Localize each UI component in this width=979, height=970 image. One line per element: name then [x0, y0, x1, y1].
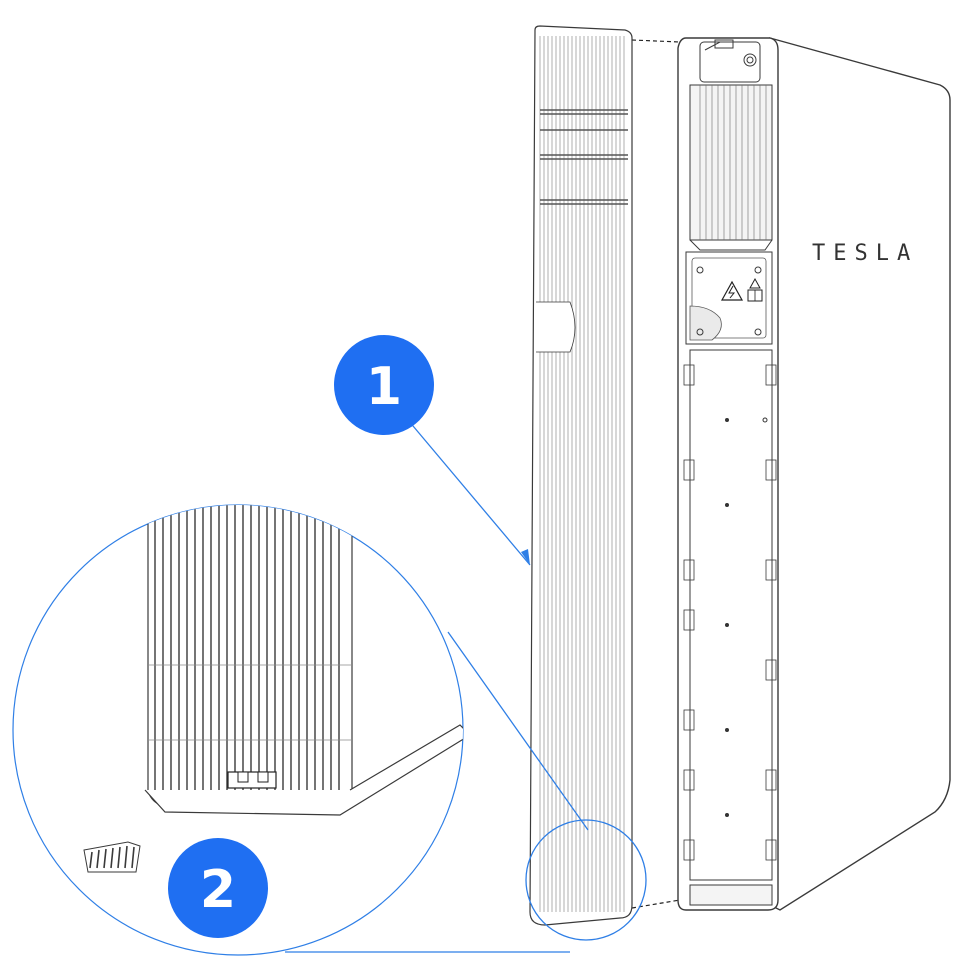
lower-bay — [683, 349, 777, 881]
cover-clip-slot — [227, 771, 277, 789]
zoom-detail-inset — [12, 504, 464, 956]
top-bracket — [699, 39, 761, 83]
cover-clip-detail — [83, 841, 141, 873]
callout-1: 1 — [334, 335, 434, 435]
leader-arrowhead — [521, 549, 530, 565]
callout-2-label: 2 — [200, 860, 236, 920]
leader-lines — [285, 419, 647, 953]
callout-2: 2 — [168, 838, 268, 938]
callout-1-label: 1 — [366, 357, 402, 417]
upper-heatsink — [689, 84, 773, 251]
side-cover-panel — [529, 25, 633, 926]
wiring-compartment — [685, 251, 773, 345]
warning-manual-icon — [747, 277, 763, 302]
powerwall-unit: TESLA — [677, 37, 951, 911]
brand-logo: TESLA — [812, 241, 918, 266]
electrical-hazard-icon — [720, 280, 744, 301]
